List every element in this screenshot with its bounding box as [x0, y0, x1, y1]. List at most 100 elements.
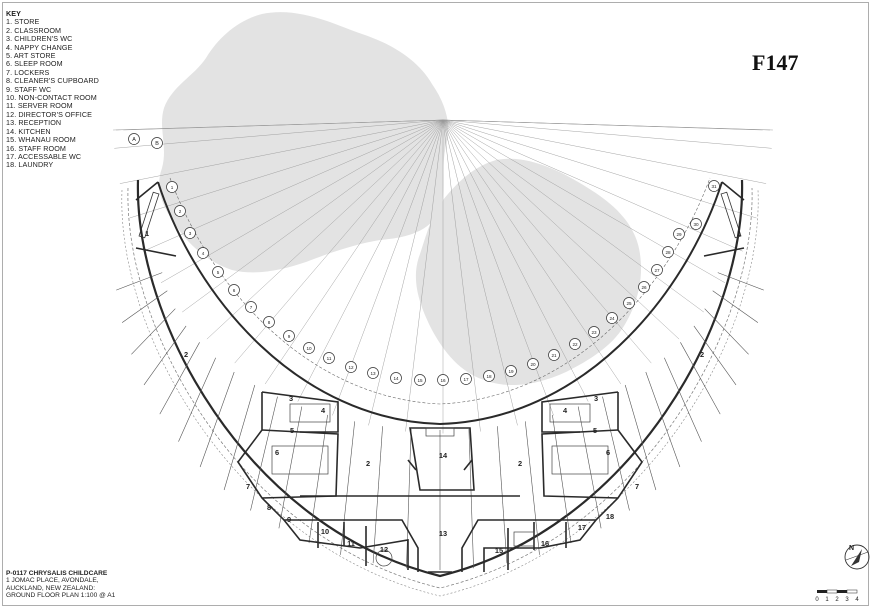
radial-wall — [602, 396, 630, 511]
grid-bubble-label: 10 — [306, 346, 312, 351]
radial-wall — [664, 357, 702, 442]
grid-bubble-label: 26 — [641, 285, 647, 290]
sheet-reference: F147 — [752, 50, 799, 75]
radial-wall — [143, 325, 187, 386]
radial-wall — [624, 384, 657, 491]
grid-bubble — [390, 372, 402, 384]
grid-bubble — [303, 342, 315, 354]
grid-bubble — [548, 349, 560, 361]
construction-ray — [442, 119, 763, 131]
grid-bubble-label: 2 — [179, 209, 182, 214]
radial-wall — [116, 272, 163, 291]
grid-bubble — [505, 365, 517, 377]
grid-bubble — [623, 297, 635, 309]
room-label-nappy-right: 4 — [563, 406, 568, 415]
radial-wall — [525, 421, 540, 555]
grid-bubble — [197, 247, 209, 259]
grid-bubble-label: 29 — [676, 232, 682, 237]
radial-wall — [199, 371, 235, 468]
radial-wall — [278, 406, 303, 529]
room-label-art-left: 5 — [290, 426, 294, 435]
inner-wall — [157, 181, 723, 426]
room-label-whanau: 15 — [495, 546, 503, 555]
tree-canopy-right — [415, 158, 642, 386]
north-label: N — [849, 545, 854, 552]
outer-wall — [136, 179, 744, 578]
grid-bubble — [588, 326, 600, 338]
room-label-sleep-right: 6 — [606, 448, 610, 457]
grid-bubble-label: A — [132, 137, 136, 143]
north-arrow — [844, 544, 870, 570]
right-store-stair — [720, 191, 742, 239]
grid-bubble-label: 8 — [268, 320, 271, 325]
construction-ray — [405, 119, 444, 432]
key-item: 7. LOCKERS — [6, 67, 50, 77]
grid-bubble-label: 31 — [711, 184, 717, 189]
scale-tick-label: 4 — [855, 597, 859, 603]
grid-bubble — [673, 228, 685, 240]
scale-tick-label: 0 — [815, 597, 819, 603]
room-key: KEY 1. STORE 2. CLASSROOM 3. CHILDREN'S … — [6, 9, 99, 170]
key-item: 13. RECEPTION — [6, 118, 62, 128]
construction-ray — [129, 119, 444, 219]
key-item: 17. ACCESSABLE WC — [6, 151, 82, 161]
sheet-border — [2, 2, 869, 606]
construction-ray — [442, 119, 518, 426]
grid-bubble-label: 11 — [327, 356, 332, 361]
grid-bubble — [184, 227, 196, 239]
radial-wall — [552, 414, 572, 544]
room-label-store-left: 1 — [145, 229, 149, 238]
construction-ray — [114, 119, 444, 149]
grid-bubble-label: 28 — [665, 250, 671, 255]
key-item: 4. NAPPY CHANGE — [6, 42, 73, 52]
grid-bubble-label: 6 — [233, 288, 236, 293]
grid-bubble-label: 25 — [626, 301, 632, 306]
key-item: 12. DIRECTOR'S OFFICE — [6, 109, 93, 119]
grid-bubble — [245, 301, 257, 313]
room-label-staff-wc: 9 — [287, 515, 291, 524]
construction-ray — [113, 119, 444, 131]
key-item: 18. LAUNDRY — [6, 160, 54, 170]
radial-wall-stubs — [116, 272, 764, 570]
grid-bubble-label: 23 — [591, 330, 597, 335]
construction-ray — [442, 119, 622, 385]
key-item: 15. WHANAU ROOM — [6, 135, 76, 145]
central-core-walls — [237, 391, 643, 573]
grid-bubble — [690, 218, 702, 230]
room-label-store-right: 1 — [737, 229, 741, 238]
grid-bubble-label: 13 — [370, 371, 376, 376]
construction-ray — [368, 119, 444, 426]
grid-bubble — [228, 284, 240, 296]
grid-bubble-label: 15 — [417, 378, 423, 383]
construction-ray — [442, 119, 743, 252]
radial-wall — [406, 428, 412, 569]
grid-bubble-label: 19 — [508, 369, 514, 374]
left-store-stair — [138, 191, 160, 239]
construction-ray — [119, 119, 444, 184]
radial-wall — [372, 426, 383, 564]
grid-bubble — [283, 330, 295, 342]
grid-bubble-label: 17 — [463, 377, 469, 382]
key-item: 14. KITCHEN — [6, 126, 51, 136]
radial-wall — [121, 290, 168, 323]
room-label-cleaner: 8 — [267, 503, 271, 512]
grid-bubble — [151, 137, 163, 149]
scale-tick-label: 3 — [845, 597, 849, 603]
grid-bubble — [323, 352, 335, 364]
construction-ray — [264, 119, 444, 385]
radial-wall — [680, 342, 721, 415]
grid-bubble — [212, 266, 224, 278]
radial-wall — [131, 308, 176, 355]
construction-ray — [442, 119, 481, 432]
radial-wall — [497, 426, 508, 564]
key-item: 8. CLEANER'S CUPBOARD — [6, 76, 99, 86]
construction-ray — [442, 119, 704, 313]
grid-bubble — [483, 370, 495, 382]
key-item: 2. CLASSROOM — [6, 25, 62, 35]
grid-bubble — [460, 373, 472, 385]
grid-bubble-label: 7 — [250, 305, 253, 310]
